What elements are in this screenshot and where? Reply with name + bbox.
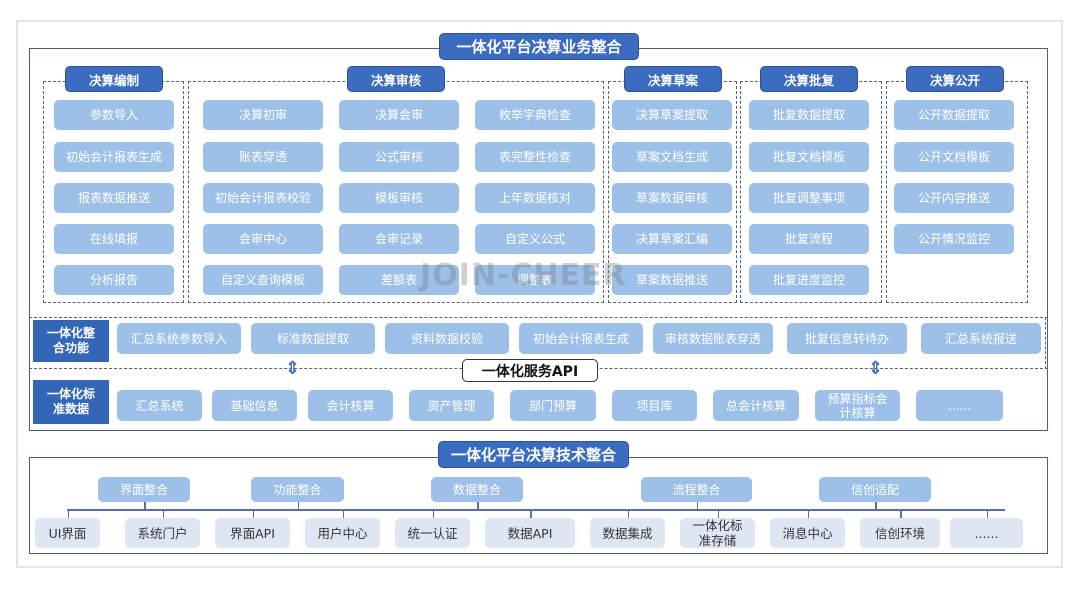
function-item[interactable]: 自定义查询模板 [203,265,323,295]
function-item[interactable]: 草案数据推送 [612,265,732,295]
function-item[interactable]: 会审记录 [339,224,459,254]
tech-item[interactable]: 数据集成 [590,518,665,548]
connector-tick [696,502,698,510]
function-item[interactable]: 自定义公式 [475,224,595,254]
tech-item[interactable]: 界面API [215,518,290,548]
integration-item[interactable]: 批复信息转待办 [787,323,907,354]
function-item[interactable]: 公开内容推送 [894,183,1014,213]
standard-data-item[interactable]: 资产管理 [409,390,494,421]
integration-item[interactable]: 汇总系统参数导入 [117,323,241,354]
connector-tick [900,510,902,518]
tech-item[interactable]: 数据API [485,518,575,548]
integration-item[interactable]: 初始会计报表生成 [519,323,643,354]
function-item[interactable]: 公开数据提取 [894,100,1014,130]
function-item[interactable]: 账表穿透 [203,142,323,172]
tech-item[interactable]: 系统门户 [125,518,200,548]
standard-data-item[interactable]: 会计核算 [308,390,393,421]
connector-tick [252,510,254,518]
function-item[interactable]: 决算草案汇编 [612,224,732,254]
tech-item[interactable]: 消息中心 [770,518,845,548]
function-item[interactable]: 批复数据提取 [749,100,869,130]
function-item[interactable]: 在线填报 [54,224,174,254]
tech-item[interactable]: 统一认证 [395,518,470,548]
function-item[interactable]: 决算草案提取 [612,100,732,130]
connector-tick [627,510,629,518]
standard-data-item[interactable]: 预算指标会计核算 [815,390,900,421]
connector-tick [986,510,988,518]
standard-data-item[interactable]: 总会计核算 [713,390,799,421]
column-header: 决算批复 [760,66,858,92]
connector-tick [477,502,479,510]
connector-tick [717,510,719,518]
function-item[interactable]: 决算会审 [339,100,459,130]
function-item[interactable]: 初始会计报表校验 [203,183,323,213]
function-item[interactable]: 草案文档生成 [612,142,732,172]
function-item[interactable]: 公开情况监控 [894,224,1014,254]
connector-tick [67,510,69,518]
function-item[interactable]: 批复流程 [749,224,869,254]
function-item[interactable]: 草案数据审核 [612,183,732,213]
function-item[interactable]: 枚举字典检查 [475,100,595,130]
column-header: 决算编制 [65,66,163,92]
function-item[interactable]: 会审中心 [203,224,323,254]
function-item[interactable]: 上年数据核对 [475,183,595,213]
connector-tick [144,502,146,510]
function-item[interactable]: 模板审核 [339,183,459,213]
function-item[interactable]: 公开文档模板 [894,142,1014,172]
function-item[interactable]: 批复进度监控 [749,265,869,295]
function-item[interactable]: 批复文档模板 [749,142,869,172]
integration-divider-top [29,317,1048,318]
bidirectional-arrow-icon: ⇕ [868,358,884,379]
function-item[interactable]: 调整表 [475,265,595,295]
function-item[interactable]: 报表数据推送 [54,183,174,213]
integration-divider-right [1045,317,1046,369]
tech-group: 界面整合 [98,477,190,502]
integration-label: 一体化整合功能 [33,320,109,362]
tech-group: 信创适配 [819,477,931,502]
technical-section-title: 一体化平台决算技术整合 [438,441,629,468]
function-item[interactable]: 参数导入 [54,100,174,130]
function-item[interactable]: 表完整性检查 [475,142,595,172]
function-item[interactable]: 初始会计报表生成 [54,142,174,172]
integration-item[interactable]: 标准数据提取 [251,323,375,354]
integration-item[interactable]: 汇总系统报送 [921,323,1041,354]
tech-item[interactable]: 用户中心 [305,518,380,548]
column-header: 决算审核 [347,66,445,92]
column-header: 决算公开 [906,66,1004,92]
tech-group: 数据整合 [431,477,523,502]
service-api-badge: 一体化服务API [462,359,598,382]
standard-data-item[interactable]: 项目库 [612,390,697,421]
connector-tick [432,510,434,518]
business-section-title: 一体化平台决算业务整合 [439,33,639,60]
standard-data-item[interactable]: ...... [916,390,1003,421]
column-header: 决算草案 [624,66,722,92]
outer-frame [16,20,1063,568]
tech-group: 流程整合 [641,477,752,502]
tech-item[interactable]: ...... [950,518,1023,548]
connector-tick [342,510,344,518]
standard-data-item[interactable]: 部门预算 [510,390,596,421]
connector-tick [162,510,164,518]
tech-item[interactable]: 一体化标准存储 [680,518,755,548]
function-item[interactable]: 分析报告 [54,265,174,295]
tech-group: 功能整合 [251,477,344,502]
standard-data-label: 一体化标准数据 [33,380,109,424]
standard-data-item[interactable]: 汇总系统 [117,390,202,421]
standard-data-item[interactable]: 基础信息 [212,390,297,421]
function-item[interactable]: 差额表 [339,265,459,295]
tech-item[interactable]: 信创环境 [860,518,940,548]
function-item[interactable]: 批复调整事项 [749,183,869,213]
tech-item[interactable]: UI界面 [35,518,100,548]
integration-item[interactable]: 审核数据账表穿透 [653,323,773,354]
function-item[interactable]: 决算初审 [203,100,323,130]
connector-tick [807,510,809,518]
connector-tick [297,502,299,510]
bidirectional-arrow-icon: ⇕ [285,358,301,379]
connector-tick [530,510,532,518]
integration-item[interactable]: 资料数据校验 [385,323,509,354]
function-item[interactable]: 公式审核 [339,142,459,172]
connector-line [67,509,1005,511]
connector-tick [875,502,877,510]
